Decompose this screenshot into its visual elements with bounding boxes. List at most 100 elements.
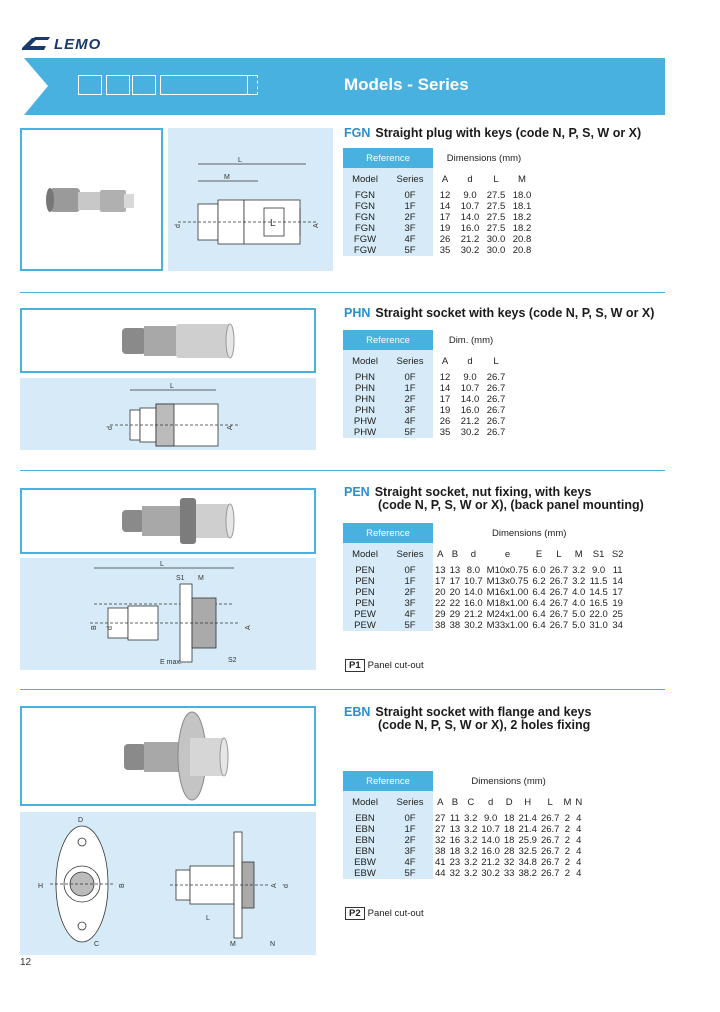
table-cell: 5F — [387, 868, 433, 879]
series-box-group — [160, 75, 248, 95]
table-cell: A — [433, 350, 457, 372]
table-cell: 10.7 — [460, 383, 480, 394]
table-cell: 25 — [612, 609, 623, 620]
dimension-label: D — [78, 817, 83, 824]
drawing-shape — [144, 742, 180, 772]
table-cell: 30.0 — [486, 245, 506, 256]
table-cell: Model — [343, 543, 387, 565]
table-cell: 30.2 — [481, 868, 500, 879]
table-cell: 17 — [439, 212, 451, 223]
table-cell: FGN — [343, 223, 387, 234]
table-cell: 12 — [439, 372, 451, 383]
lemo-logo: LEMO — [20, 34, 120, 54]
phn-spec-table: Reference Dim. (mm) Model Series A d L P… — [343, 330, 509, 438]
table-cell: Dim. (mm) — [433, 330, 509, 350]
table-cell: 9.0 — [463, 372, 477, 383]
text: Panel cut-out — [367, 660, 424, 671]
dimension-label: C — [94, 941, 99, 948]
table-cell: PEN — [343, 565, 387, 576]
table-cell: 3F — [387, 405, 433, 416]
table-cell: 3.2 — [464, 868, 478, 879]
table-cell: e — [484, 543, 531, 565]
table-cell: 4 — [576, 835, 582, 846]
table-cell: M — [561, 791, 574, 813]
table-cell: M33x1.00 — [486, 620, 529, 631]
ebn-technical-drawing: D H C B A d L M N — [38, 817, 290, 948]
series-box — [106, 75, 130, 95]
table-cell: 19 — [439, 223, 451, 234]
dimension-label: B — [91, 625, 98, 630]
table-header-row: Model Series A B d e E L M S1 S2 — [343, 543, 626, 565]
table-cell: 2 — [564, 857, 571, 868]
table-cell: 18.1 — [512, 201, 532, 212]
table-header-row: Reference Dimensions (mm) — [343, 148, 535, 168]
dimension-label: A — [227, 425, 234, 430]
table-cell: 18 — [449, 846, 461, 857]
table-cell: 33 — [503, 868, 515, 879]
table-cell: 29 — [435, 609, 446, 620]
table-cell: EBN — [343, 813, 387, 824]
dimension-label: d — [283, 884, 290, 888]
text: Straight socket, nut fixing, with keys — [374, 485, 592, 499]
table-cell: 41 — [435, 857, 446, 868]
drawing-shape — [34, 37, 50, 40]
table-cell: 4 — [576, 824, 582, 835]
table-cell: 27 — [435, 824, 446, 835]
dim-label-l: L — [238, 157, 242, 164]
table-cell: 18.0 — [512, 190, 532, 201]
table-cell: 2F — [387, 394, 433, 405]
table-cell: 30.2 — [460, 245, 480, 256]
table-cell: 38.2 — [518, 868, 537, 879]
drawing-shape — [78, 192, 102, 210]
table-cell: 26.7 — [540, 846, 560, 857]
model-code: FGN — [344, 126, 371, 140]
table-cell: 9.0 — [463, 190, 477, 201]
table-cell: PEN — [343, 576, 387, 587]
table-cell: 35 — [439, 245, 451, 256]
table-cell: PHW — [343, 416, 387, 427]
drawing-shape — [100, 190, 126, 212]
table-cell: 3.2 — [464, 846, 478, 857]
table-cell: B — [447, 791, 463, 813]
dimension-label: A — [245, 625, 252, 630]
phn-technical-drawing: L d A — [107, 383, 240, 447]
table-cell: 4 — [576, 857, 582, 868]
table-cell: 28 — [503, 846, 515, 857]
table-cell: A — [433, 543, 448, 565]
arrow-icon — [20, 58, 48, 115]
table-cell: 2F — [387, 587, 433, 598]
table-cell: 2F — [387, 212, 433, 223]
table-cell: FGW — [343, 245, 387, 256]
table-cell: 2 — [564, 868, 571, 879]
table-cell: 38 — [449, 620, 461, 631]
dimension-label: d — [107, 426, 114, 430]
table-cell: 30.0 — [486, 234, 506, 245]
table-cell: 13 — [435, 565, 446, 576]
page-number: 12 — [20, 957, 32, 968]
table-cell: 4F — [387, 234, 433, 245]
table-cell: 26.7 — [540, 868, 560, 879]
table-cell: 26.7 — [486, 427, 506, 438]
section-divider — [20, 292, 665, 293]
table-cell: 4 — [576, 813, 582, 824]
table-cell: 26.7 — [549, 587, 569, 598]
ebn-spec-table: Reference Dimensions (mm) Model Series A… — [343, 771, 585, 879]
table-cell: 44 — [435, 868, 446, 879]
table-cell: 27.5 — [486, 190, 506, 201]
pen-drawing-panel: L S1 M B d A E max. S2 — [20, 558, 316, 670]
table-cell: 4.0 — [572, 598, 586, 609]
dimension-label: M — [198, 575, 204, 582]
table-cell: 32.5 — [518, 846, 537, 857]
table-cell: M10x0.75 — [486, 565, 529, 576]
table-cell: 10.7 — [460, 201, 480, 212]
table-cell: 1F — [387, 824, 433, 835]
